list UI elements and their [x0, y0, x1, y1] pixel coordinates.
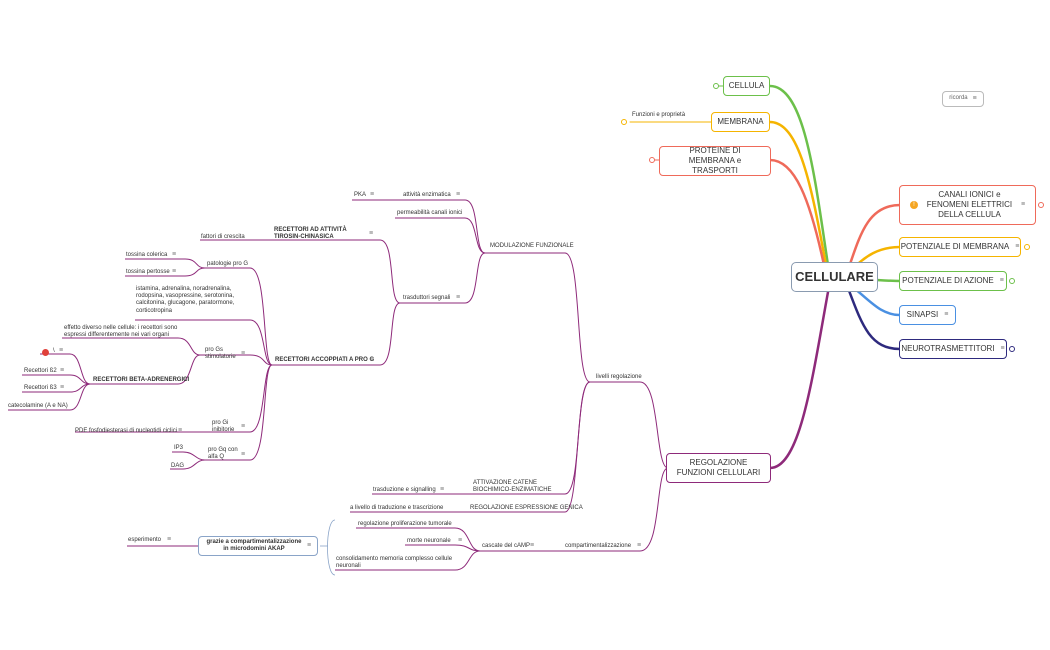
- label-tossina-pertosse[interactable]: tossina pertosse: [126, 269, 170, 275]
- node-label: NEUROTRASMETTITORI: [901, 344, 995, 353]
- label-dag[interactable]: DAG: [171, 463, 185, 469]
- notes-icon[interactable]: [172, 268, 176, 275]
- collapse-toggle[interactable]: [1009, 346, 1015, 352]
- notes-icon[interactable]: [60, 384, 64, 391]
- label-gi[interactable]: pro Gi inibitorie: [212, 420, 235, 434]
- label-pde[interactable]: PDE fosfodiesterasi di nucleotidi ciclic…: [75, 428, 178, 434]
- collapse-toggle[interactable]: [649, 157, 655, 163]
- node-canali-ionici[interactable]: ! CANALI IONICI e FENOMENI ELETTRICI DEL…: [899, 185, 1036, 225]
- notes-icon[interactable]: [59, 347, 63, 354]
- notes-icon[interactable]: [458, 537, 462, 544]
- label-gs[interactable]: pro Gs stimolatorie: [205, 347, 236, 361]
- node-neurotrasmettitori[interactable]: NEUROTRASMETTITORI: [899, 339, 1007, 359]
- notes-icon[interactable]: [456, 294, 460, 301]
- label-istamina[interactable]: istamina, adrenalina, noradrenalina, rod…: [136, 286, 235, 314]
- notes-icon[interactable]: [178, 427, 182, 434]
- notes-icon[interactable]: [241, 423, 245, 430]
- label-morte[interactable]: morte neuronale: [407, 538, 451, 544]
- central-topic[interactable]: CELLULARE: [791, 262, 878, 292]
- label-tossina-colerica[interactable]: tossina colerica: [126, 252, 168, 258]
- notes-icon[interactable]: [172, 251, 176, 258]
- ricorda-label: ricorda: [949, 95, 968, 102]
- label-b1[interactable]: \: [53, 348, 55, 354]
- node-cellula[interactable]: CELLULA: [723, 76, 770, 96]
- notes-icon[interactable]: [370, 356, 374, 363]
- collapse-toggle[interactable]: [1024, 244, 1030, 250]
- label-permeabilita[interactable]: permeabilità canali ionici: [397, 210, 463, 216]
- node-ricorda[interactable]: ricorda: [942, 91, 984, 107]
- label-camp[interactable]: cascate del cAMP: [482, 543, 531, 549]
- notes-icon[interactable]: [167, 536, 171, 543]
- collapse-toggle[interactable]: [621, 119, 627, 125]
- node-membrana[interactable]: MEMBRANA: [711, 112, 770, 132]
- node-label: POTENZIALE DI MEMBRANA: [900, 242, 1010, 251]
- label-beta[interactable]: RECETTORI BETA-ADRENERGICI: [93, 377, 190, 383]
- label-catecolamine[interactable]: catecolamine (A e NA): [8, 403, 68, 409]
- notes-icon[interactable]: [1015, 243, 1019, 252]
- label-espressione[interactable]: REGOLAZIONE ESPRESSIONE GENICA: [470, 505, 583, 511]
- node-akap[interactable]: grazie a compartimentalizzazione in micr…: [198, 536, 318, 556]
- link-neurotrasmettitori: [846, 286, 902, 351]
- node-label: SINAPSI: [906, 310, 939, 319]
- notes-icon[interactable]: [440, 486, 444, 493]
- collapse-toggle[interactable]: [713, 83, 719, 89]
- label-consolidamento[interactable]: consolidamento memoria complesso cellule…: [336, 556, 453, 570]
- notes-icon[interactable]: [637, 542, 641, 549]
- label-prog[interactable]: RECETTORI ACCOPPIATI A PRO G: [275, 357, 375, 363]
- label-compart[interactable]: compartimentalizzazione: [565, 543, 632, 549]
- label-attivazione[interactable]: ATTIVAZIONE CATENE BIOCHIMICO-ENZIMATICH…: [473, 480, 552, 494]
- notes-icon[interactable]: [60, 367, 64, 374]
- label-proliferazione[interactable]: regolazione proliferazione tumorale: [358, 521, 452, 527]
- link-proteine: [768, 158, 826, 267]
- node-regolazione[interactable]: REGOLAZIONE FUNZIONI CELLULARI: [666, 453, 771, 483]
- notes-icon[interactable]: [1001, 345, 1005, 354]
- notes-icon[interactable]: [1021, 201, 1025, 210]
- notes-icon[interactable]: [370, 191, 374, 198]
- link-cellula: [768, 84, 830, 267]
- notes-icon[interactable]: [182, 376, 186, 383]
- notes-icon[interactable]: [456, 191, 460, 198]
- node-potenziale-membrana[interactable]: POTENZIALE DI MEMBRANA: [899, 237, 1021, 257]
- node-potenziale-azione[interactable]: POTENZIALE DI AZIONE: [899, 271, 1007, 291]
- node-canali-label: CANALI IONICI e FENOMENI ELETTRICI DELLA…: [926, 190, 1013, 219]
- label-pka[interactable]: PKA: [354, 192, 367, 198]
- label-livelli[interactable]: livelli regolazione: [596, 374, 642, 380]
- node-sinapsi[interactable]: SINAPSI: [899, 305, 956, 325]
- label-fattori[interactable]: fattori di crescita: [201, 234, 245, 240]
- label-attivita[interactable]: attività enzimatica: [403, 192, 451, 198]
- label-tirosin[interactable]: RECETTORI AD ATTIVITÀ TIROSIN-CHINASICA: [274, 227, 347, 241]
- label-ip3[interactable]: IP3: [174, 445, 184, 451]
- notes-icon[interactable]: [944, 311, 948, 320]
- label-modulazione[interactable]: MODULAZIONE FUNZIONALE: [490, 243, 574, 249]
- collapse-toggle[interactable]: [1038, 202, 1044, 208]
- notes-icon[interactable]: [369, 230, 373, 237]
- link-regolazione: [768, 290, 830, 470]
- label-trasduzione[interactable]: trasduzione e signalling: [373, 487, 436, 493]
- label-patologie[interactable]: patologie pro G: [207, 261, 249, 267]
- notes-icon[interactable]: [241, 350, 245, 357]
- info-icon: !: [909, 201, 918, 209]
- label-effetto[interactable]: effetto diverso nelle cellule: i recetto…: [64, 325, 178, 339]
- membrana-note: Funzioni e proprietà: [632, 112, 686, 118]
- link-membrana: [768, 120, 828, 267]
- node-proteine[interactable]: PROTEINE DI MEMBRANA e TRASPORTI: [659, 146, 771, 176]
- label-b2[interactable]: Recettori ß2: [24, 368, 57, 374]
- collapse-toggle[interactable]: [1009, 278, 1015, 284]
- notes-icon[interactable]: [241, 451, 245, 458]
- label-trasduttori[interactable]: trasduttori segnali: [403, 295, 451, 301]
- node-label: grazie a compartimentalizzazione in micr…: [206, 538, 302, 553]
- label-esperimento[interactable]: esperimento: [128, 537, 162, 543]
- node-label: POTENZIALE DI AZIONE: [902, 276, 994, 285]
- link-canali: [846, 203, 902, 272]
- notes-icon[interactable]: [307, 542, 311, 551]
- notes-icon[interactable]: [1000, 277, 1004, 286]
- notes-icon[interactable]: [530, 542, 534, 549]
- label-traduzione[interactable]: a livello di traduzione e trascrizione: [350, 505, 444, 511]
- label-b3[interactable]: Recettori ß3: [24, 385, 57, 391]
- label-gq[interactable]: pro Gq con alfa Q: [208, 447, 238, 461]
- notes-icon[interactable]: [973, 95, 977, 104]
- error-icon: [42, 349, 49, 356]
